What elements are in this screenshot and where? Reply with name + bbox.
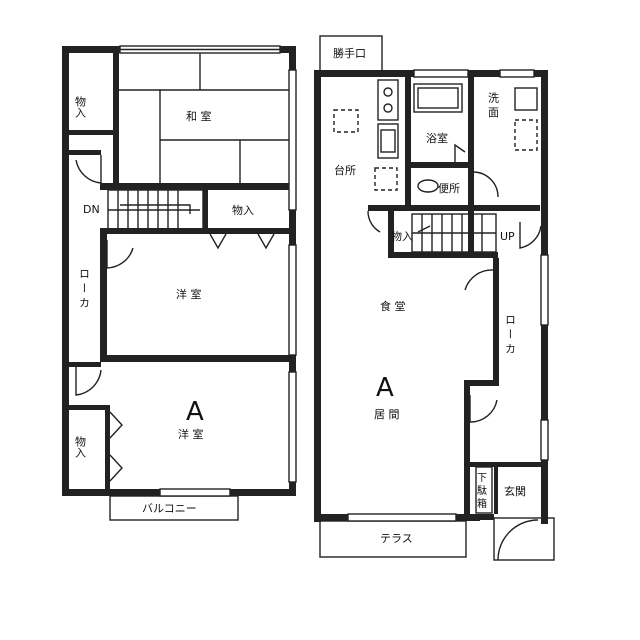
label-corridor: ロ ー カ: [504, 314, 517, 354]
label-unit-type: A: [186, 397, 204, 427]
label-kitchen: 台所: [334, 163, 356, 177]
label-corridor: ロ ー カ: [78, 268, 91, 308]
door-swing: [367, 210, 381, 233]
door-swing: [469, 395, 498, 423]
window: [288, 69, 297, 211]
door-swing: [464, 269, 494, 291]
label-entrance: 玄関: [504, 484, 526, 498]
window: [540, 254, 549, 326]
closet-door: [257, 233, 275, 250]
wall: [100, 234, 107, 358]
wall: [405, 162, 468, 168]
label-washroom: 洗 面: [487, 92, 500, 118]
label-youshitsu: 洋 室: [178, 427, 204, 441]
washer-space: [514, 119, 538, 151]
left-floor: [62, 45, 297, 521]
door-swing: [519, 222, 542, 249]
door-swing: [75, 367, 102, 396]
bathtub-inner: [417, 87, 459, 109]
closet-door: [109, 454, 123, 482]
label-storage: 物入: [391, 229, 413, 243]
wall: [314, 70, 321, 522]
window: [288, 244, 297, 356]
label-up: UP: [500, 230, 515, 243]
wall: [464, 380, 499, 386]
wall: [69, 130, 119, 135]
wall: [62, 46, 69, 496]
door-swing: [473, 171, 499, 198]
wall: [100, 183, 289, 190]
label-toilet: 便所: [438, 182, 460, 195]
staircase-up: [411, 213, 497, 253]
wall: [388, 252, 498, 258]
staircase-dn: [107, 189, 204, 231]
closet-door: [209, 233, 227, 250]
door-swing: [106, 240, 134, 269]
label-shoe-cabinet: 下 駄 箱: [475, 472, 487, 509]
burner: [383, 87, 393, 97]
bathtub: [413, 83, 463, 113]
wall: [100, 228, 208, 234]
label-dn: DN: [83, 203, 100, 216]
label-storage: 物入: [74, 95, 87, 118]
label-storage: 物入: [232, 203, 254, 217]
wall: [100, 355, 289, 362]
appliance-space: [333, 109, 359, 133]
door-swing: [454, 143, 466, 162]
wall: [203, 228, 289, 234]
wall: [105, 405, 110, 489]
label-living: 居 間: [374, 408, 400, 421]
wall: [69, 405, 109, 410]
sink: [377, 123, 399, 159]
label-terrace: テラス: [380, 532, 413, 545]
label-bathroom: 浴室: [426, 131, 448, 145]
label-storage: 物入: [74, 435, 87, 458]
wall: [468, 77, 474, 253]
window: [499, 69, 535, 78]
closet-door: [109, 411, 123, 439]
label-dining: 食 堂: [380, 299, 406, 313]
wall: [405, 77, 411, 205]
window: [413, 69, 469, 78]
door-swing: [75, 155, 102, 184]
wall: [69, 150, 101, 155]
stove: [377, 79, 399, 121]
wall: [464, 380, 470, 521]
right-floor: [314, 35, 555, 561]
wall: [493, 258, 499, 380]
label-unit-type: A: [376, 373, 394, 403]
wall: [388, 211, 394, 258]
wall: [474, 205, 540, 211]
wall: [368, 205, 474, 211]
wall: [470, 462, 548, 467]
label-service-entrance: 勝手口: [333, 46, 366, 60]
toilet: [417, 179, 439, 193]
label-balcony: バルコニー: [142, 502, 197, 515]
entrance-step: [493, 517, 555, 561]
wall: [541, 514, 548, 524]
window: [288, 371, 297, 483]
appliance-space: [374, 167, 398, 191]
burner: [383, 103, 393, 113]
sink-basin: [380, 129, 396, 153]
wall: [494, 467, 498, 514]
wall: [113, 53, 119, 183]
wall: [470, 514, 494, 520]
label-washitsu: 和 室: [186, 109, 212, 123]
window: [347, 513, 457, 522]
window: [159, 488, 231, 497]
washbasin: [514, 87, 538, 111]
wall: [69, 362, 101, 367]
window: [540, 419, 549, 461]
wall: [203, 190, 208, 232]
door-swing: [497, 519, 539, 561]
shoe-cabinet: [475, 466, 493, 514]
label-youshitsu: 洋 室: [176, 287, 202, 301]
